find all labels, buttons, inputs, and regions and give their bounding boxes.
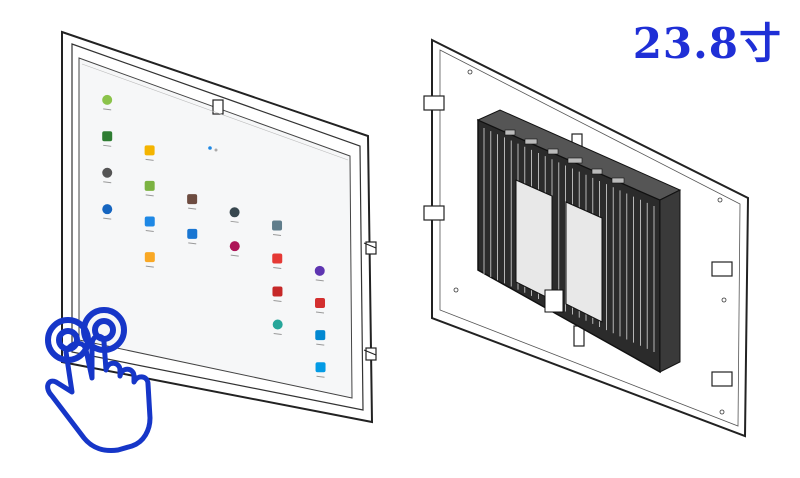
app-label-line	[230, 254, 239, 257]
app-label-line	[145, 230, 154, 232]
globe-icon[interactable]	[102, 204, 113, 215]
app-label-line	[103, 217, 112, 220]
phone-icon[interactable]	[315, 362, 326, 373]
app-label-line	[230, 220, 239, 223]
app-label-line	[188, 242, 197, 245]
mail-icon[interactable]	[144, 145, 155, 156]
app-label-line	[145, 158, 154, 161]
app-label-line	[145, 265, 154, 268]
front-bezel-inner	[71, 43, 364, 411]
top-bracket	[212, 99, 224, 115]
app-label-line	[273, 267, 282, 269]
calculator-icon[interactable]	[229, 207, 240, 218]
browser-icon[interactable]	[187, 228, 198, 239]
music-icon[interactable]	[272, 253, 283, 264]
android-icon[interactable]	[102, 94, 113, 105]
video-icon[interactable]	[229, 241, 240, 252]
app-label-line	[145, 194, 154, 197]
gallery-icon[interactable]	[102, 131, 113, 142]
messaging-icon[interactable]	[272, 319, 283, 330]
side-bracket	[365, 347, 377, 361]
gear-icon[interactable]	[272, 220, 283, 231]
search-icon[interactable]	[102, 167, 113, 178]
folder-icon[interactable]	[144, 252, 155, 263]
settings-icon[interactable]	[187, 194, 198, 205]
photos-icon[interactable]	[144, 180, 155, 191]
app-label-line	[103, 144, 112, 147]
app-label-line	[103, 181, 112, 184]
app-label-line	[273, 300, 282, 302]
app-label-line	[103, 108, 112, 111]
app-label-line	[273, 333, 282, 335]
app-label-line	[315, 279, 324, 282]
clock-icon[interactable]	[314, 265, 325, 276]
size-label: 23.8寸	[632, 19, 782, 68]
download-icon[interactable]	[315, 330, 326, 341]
record-icon[interactable]	[315, 297, 326, 308]
app-label-line	[188, 207, 197, 210]
camera-icon[interactable]	[272, 286, 283, 297]
mount-plate	[565, 201, 603, 323]
display-area	[78, 57, 353, 399]
app-label-line	[272, 234, 282, 236]
app-label-line	[316, 375, 325, 378]
app-grid	[102, 94, 326, 378]
contacts-icon[interactable]	[144, 216, 155, 227]
app-label-line	[316, 343, 325, 346]
app-label-line	[315, 311, 325, 314]
